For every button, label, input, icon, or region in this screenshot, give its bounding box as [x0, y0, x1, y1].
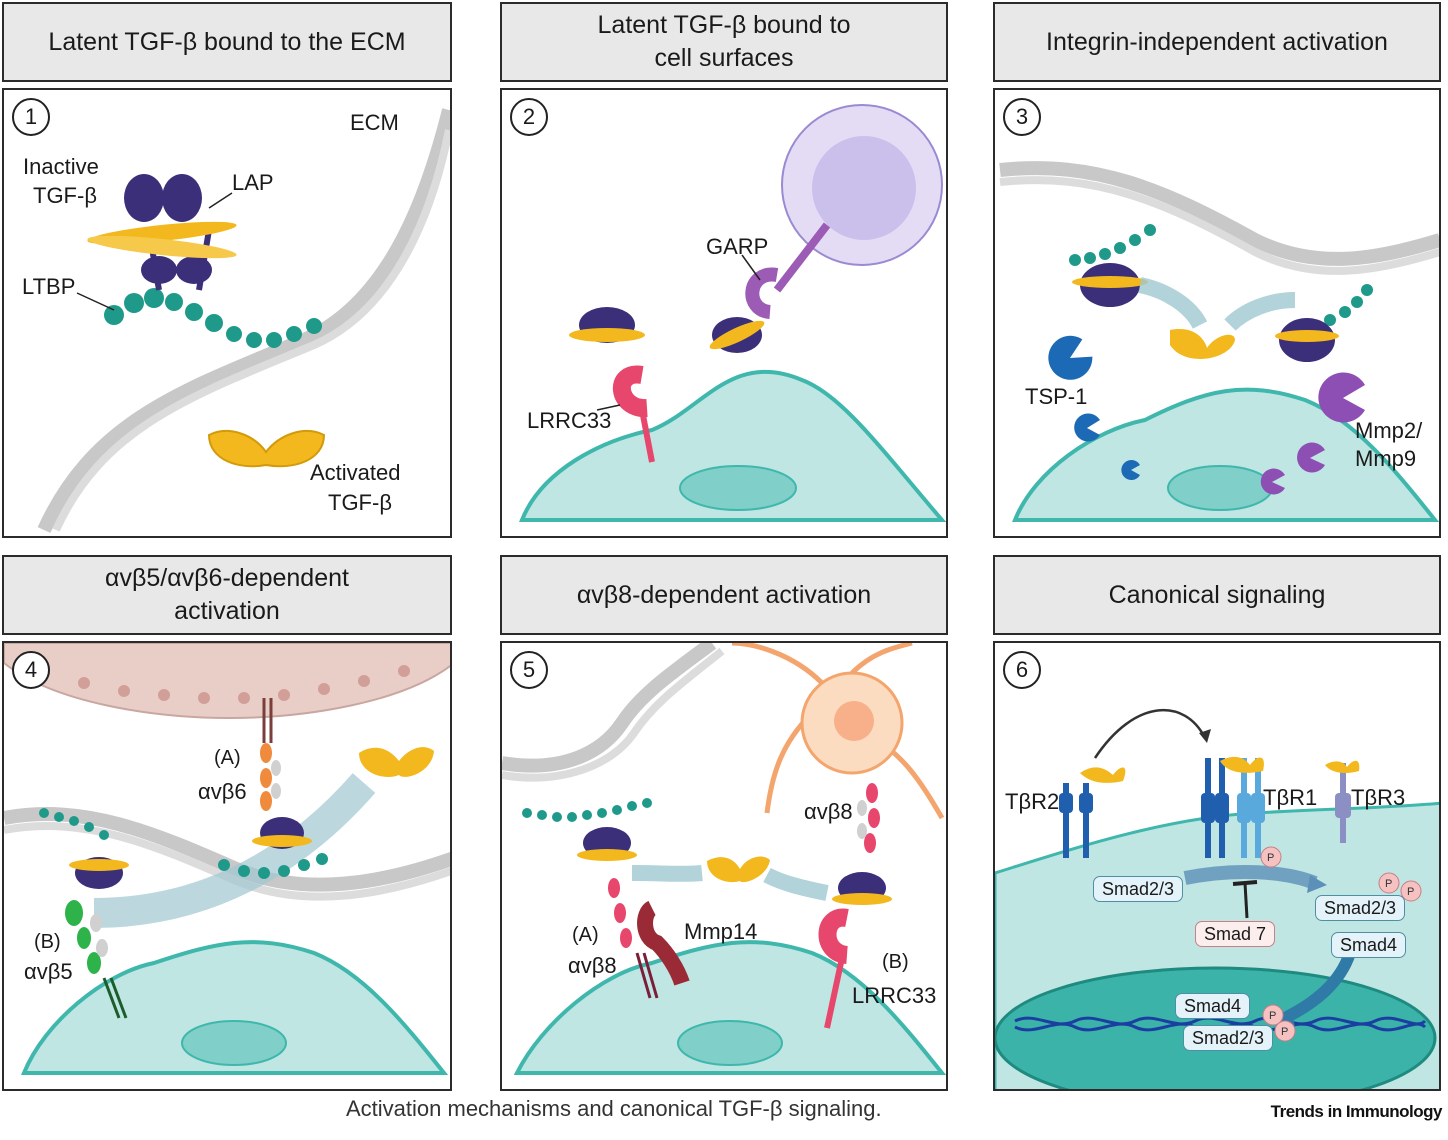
smad7-box: Smad 7	[1195, 921, 1276, 947]
mmp-label-1: Mmp2/	[1355, 418, 1423, 443]
ecm-label: ECM	[350, 110, 399, 135]
panel-2-illustration	[519, 104, 946, 522]
smad23-box-nucleus: Smad2/3	[1183, 1025, 1274, 1051]
mmp-label-2: Mmp9	[1355, 446, 1417, 471]
tsp1-label: TSP-1	[1025, 384, 1088, 409]
panel-4-illustration	[4, 643, 450, 1075]
panel-5-header-line-1: αvβ8-dependent activation	[576, 580, 872, 609]
panel-4-number: 4	[12, 651, 50, 689]
phosphate-mark: P	[1269, 1010, 1276, 1022]
phosphate-mark: P	[1407, 886, 1414, 898]
tbr1-label: TβR1	[1263, 785, 1318, 810]
mmp14-label: Mmp14	[684, 919, 758, 944]
panel-1-number: 1	[12, 98, 50, 136]
panel-4-header-line-1: αvβ5/αvβ6-dependent	[105, 564, 349, 592]
garp-label: GARP	[706, 234, 769, 259]
avb5-label: αvβ5	[24, 959, 73, 984]
lrrc33-label: LRRC33	[527, 408, 612, 433]
panel-5-illustration	[502, 643, 946, 1075]
lrrc33-label: LRRC33	[852, 983, 937, 1008]
panel-2-header-line-2: cell surfaces	[654, 44, 794, 72]
panel-2: 2 GARP LRRC33	[500, 88, 948, 538]
inactive-label-2: TGF-β	[33, 183, 97, 208]
smad4-box-cytoplasm: Smad4	[1331, 932, 1407, 958]
panel-6-number: 6	[1003, 651, 1041, 689]
panel-1-header: Latent TGF-β bound to the ECM	[2, 2, 452, 82]
panel-3-header: Integrin-independent activation	[993, 2, 1441, 82]
tbr2-label: TβR2	[1005, 789, 1060, 814]
panel-3-header-line-1: Integrin-independent activation	[1046, 27, 1388, 56]
panel-4: 4 (A) αvβ6 (B) αvβ5	[2, 641, 452, 1091]
b-label: (B)	[882, 951, 909, 973]
a-label: (A)	[572, 924, 599, 946]
a-label: (A)	[214, 747, 241, 769]
activated-label-1: Activated	[310, 460, 401, 485]
panel-6-illustration: P P P P P	[995, 708, 1439, 1089]
panel-5-number: 5	[510, 651, 548, 689]
phosphate-mark: P	[1267, 852, 1274, 864]
panel-4-header-line-2: activation	[174, 597, 280, 625]
panel-2-number: 2	[510, 98, 548, 136]
panel-3-illustration	[999, 161, 1439, 522]
panel-5: 5 αvβ8 Mmp14 (A) αvβ8 (B) LRRC33	[500, 641, 948, 1091]
panel-5-header: αvβ8-dependent activation	[500, 555, 948, 635]
journal-brand: Trends in Immunology	[1270, 1102, 1443, 1121]
panel-6: P P P P P 6 TβR2 TβR1 TβR3 Smad2/3 Smad2…	[993, 641, 1441, 1091]
smad23-box-phospho: Smad2/3	[1315, 895, 1406, 921]
avb8-low-label: αvβ8	[568, 953, 617, 978]
lap-label: LAP	[232, 170, 274, 195]
avb6-label: αvβ6	[198, 779, 247, 804]
panel-6-header-line-1: Canonical signaling	[1108, 580, 1326, 609]
panel-1-illustration	[37, 108, 450, 533]
panel-2-header-line-1: Latent TGF-β bound to	[597, 11, 851, 39]
panel-3: 3 TSP-1 Mmp2/ Mmp9	[993, 88, 1441, 538]
ltbp-label: LTBP	[22, 274, 76, 299]
smad4-box-nucleus: Smad4	[1175, 993, 1251, 1019]
activated-label-2: TGF-β	[328, 490, 392, 515]
panel-1: 1 ECM Inactive TGF-β LAP LTBP Activated …	[2, 88, 452, 538]
tbr3-label: TβR3	[1351, 785, 1406, 810]
figure-caption: Activation mechanisms and canonical TGF-…	[346, 1096, 882, 1121]
panel-3-number: 3	[1003, 98, 1041, 136]
panel-6-header: Canonical signaling	[993, 555, 1441, 635]
phosphate-mark: P	[1385, 878, 1392, 890]
inactive-label-1: Inactive	[23, 154, 99, 179]
avb8-top-label: αvβ8	[804, 799, 853, 824]
b-label: (B)	[34, 931, 61, 953]
panel-4-header: αvβ5/αvβ6-dependent activation	[2, 555, 452, 635]
panel-2-header: Latent TGF-β bound to cell surfaces	[500, 2, 948, 82]
phosphate-mark: P	[1281, 1026, 1288, 1038]
smad23-box-cytoplasm: Smad2/3	[1093, 876, 1184, 902]
panel-1-header-line-1: Latent TGF-β bound to the ECM	[48, 27, 406, 56]
